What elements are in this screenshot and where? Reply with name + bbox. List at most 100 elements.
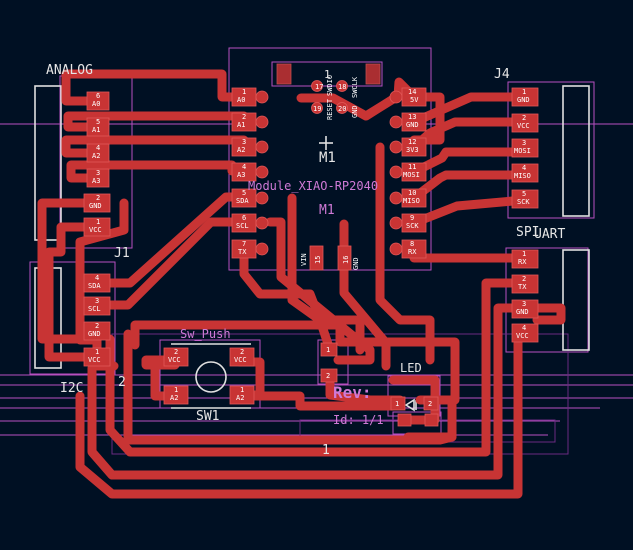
svg-text:VCC: VCC <box>517 122 530 130</box>
svg-text:GND: GND <box>516 308 529 316</box>
svg-text:A2: A2 <box>237 146 245 154</box>
sw-pad-1a[interactable]: 1A2 <box>163 385 189 405</box>
label-uart: UART <box>534 227 565 242</box>
svg-text:20: 20 <box>338 105 346 113</box>
copper-traces <box>37 69 566 499</box>
svg-text:6: 6 <box>242 214 246 222</box>
svg-text:5: 5 <box>522 190 526 198</box>
svg-text:GND: GND <box>352 257 360 270</box>
analog-pad-3[interactable]: 3A3 <box>86 168 110 188</box>
mcu-pad-3[interactable]: 3A2 <box>231 137 269 157</box>
svg-text:A3: A3 <box>237 171 245 179</box>
mcu-pad-7[interactable]: 7TX <box>231 239 269 259</box>
svg-text:14: 14 <box>408 88 416 96</box>
mcu-pad-2[interactable]: 2A1 <box>231 112 269 132</box>
svg-text:17: 17 <box>315 83 323 91</box>
svg-text:2: 2 <box>96 194 100 202</box>
svg-text:SWCLK: SWCLK <box>351 76 359 98</box>
label-sw-ref: SW1 <box>196 409 219 424</box>
analog-pad-5[interactable]: 5A1 <box>86 117 110 137</box>
svg-text:A3: A3 <box>92 177 100 185</box>
label-revision-id: Id: 1/1 <box>333 413 384 427</box>
label-board-mark: 1 <box>322 443 330 458</box>
svg-text:A2: A2 <box>236 394 244 402</box>
svg-text:A0: A0 <box>237 96 245 104</box>
label-m1-ref-fab: M1 <box>319 203 335 218</box>
svg-text:TX: TX <box>238 248 247 256</box>
analog-pad-4[interactable]: 4A2 <box>86 143 110 163</box>
svg-text:1: 1 <box>95 348 99 356</box>
board-labels: ANALOG J1 I2C 2 J4 SPI UART M1 M1 Module… <box>46 63 565 458</box>
svg-text:1: 1 <box>395 400 399 408</box>
svg-text:SCK: SCK <box>406 222 419 230</box>
resistor-r1: 1 2 <box>320 342 338 383</box>
led-pad-2[interactable]: 2 <box>423 396 439 411</box>
svg-text:1: 1 <box>522 88 526 96</box>
svg-text:VCC: VCC <box>89 226 102 234</box>
led-pad-1[interactable]: 1 <box>390 396 406 411</box>
mcu-pad-4[interactable]: 4A3 <box>231 162 269 182</box>
svg-text:6: 6 <box>96 92 100 100</box>
r1-pad-1[interactable]: 1 <box>320 342 338 357</box>
svg-text:3: 3 <box>522 139 526 147</box>
mcu-pad-1[interactable]: 1A0 <box>231 87 269 107</box>
svg-text:GND: GND <box>351 105 359 118</box>
mcu-pad-20[interactable]: 20 SWCLK <box>336 76 360 114</box>
silkscreen <box>34 85 590 412</box>
svg-text:MISO: MISO <box>514 172 531 180</box>
svg-text:1: 1 <box>174 386 178 394</box>
label-i2c: I2C <box>60 381 83 396</box>
svg-text:2: 2 <box>522 275 526 283</box>
sw-pad-1b[interactable]: 1A2 <box>229 385 255 405</box>
svg-text:VCC: VCC <box>168 356 181 364</box>
uart-pad-1[interactable]: 1RX <box>511 249 539 269</box>
r1-pad-2[interactable]: 2 <box>320 368 338 383</box>
svg-text:2: 2 <box>240 348 244 356</box>
uart-pad-2[interactable]: 2TX <box>511 274 539 294</box>
svg-text:RX: RX <box>518 258 527 266</box>
svg-text:18: 18 <box>338 83 346 91</box>
svg-text:GND: GND <box>88 330 101 338</box>
analog-pad-6[interactable]: 6A0 <box>86 91 110 111</box>
svg-text:A2: A2 <box>170 394 178 402</box>
label-j2: 2 <box>118 375 126 390</box>
svg-text:12: 12 <box>408 138 416 146</box>
svg-text:GND: GND <box>406 121 419 129</box>
svg-text:8: 8 <box>410 240 414 248</box>
svg-text:3: 3 <box>95 297 99 305</box>
svg-text:5: 5 <box>242 189 246 197</box>
svg-text:2: 2 <box>95 322 99 330</box>
mcu-pad-8[interactable]: 8RX <box>389 239 427 259</box>
label-j4: J4 <box>494 67 510 82</box>
svg-text:1: 1 <box>522 250 526 258</box>
